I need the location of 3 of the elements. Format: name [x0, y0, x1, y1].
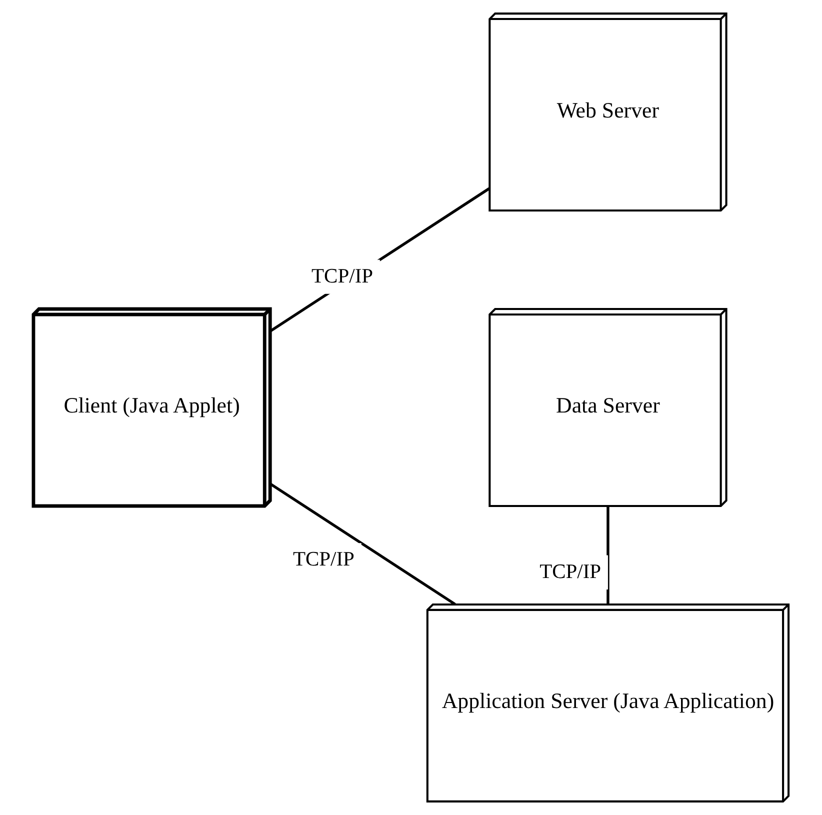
edge-label: TCP/IP — [540, 560, 602, 583]
edge-label: TCP/IP — [312, 265, 374, 288]
edge-label: TCP/IP — [292, 548, 354, 571]
